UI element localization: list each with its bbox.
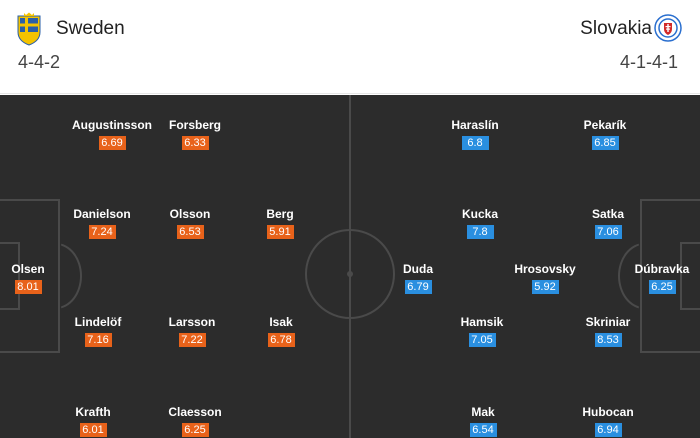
player-rating: 7.8 bbox=[466, 225, 494, 239]
away-penalty-box bbox=[640, 199, 700, 353]
player-card[interactable]: Forsberg 6.33 bbox=[155, 118, 235, 151]
home-team-name[interactable]: Sweden bbox=[56, 18, 125, 39]
player-card[interactable]: Pekarík 6.85 bbox=[565, 118, 645, 151]
center-circle bbox=[305, 229, 395, 319]
player-name: Hubocan bbox=[582, 405, 634, 419]
player-rating: 6.85 bbox=[591, 136, 619, 150]
away-team-name[interactable]: Slovakia bbox=[580, 18, 652, 39]
home-formation: 4-4-2 bbox=[18, 52, 61, 72]
player-card[interactable]: Krafth 6.01 bbox=[53, 405, 133, 438]
player-card[interactable]: Haraslín 6.8 bbox=[435, 118, 515, 151]
player-rating: 6.25 bbox=[181, 423, 209, 437]
away-goal-box bbox=[680, 242, 700, 310]
player-name: Pekarík bbox=[583, 118, 627, 132]
player-rating: 6.79 bbox=[404, 280, 432, 294]
player-card[interactable]: Duda 6.79 bbox=[378, 262, 458, 295]
player-rating: 7.06 bbox=[594, 225, 622, 239]
player-name: Larsson bbox=[168, 315, 216, 329]
player-rating: 5.91 bbox=[266, 225, 294, 239]
player-rating: 8.53 bbox=[594, 333, 622, 347]
player-card[interactable]: Augustinsson 6.69 bbox=[72, 118, 152, 151]
player-rating: 6.78 bbox=[267, 333, 295, 347]
home-penalty-box bbox=[0, 199, 60, 353]
player-card[interactable]: Mak 6.54 bbox=[443, 405, 523, 438]
player-card[interactable]: Claesson 6.25 bbox=[155, 405, 235, 438]
player-card[interactable]: Satka 7.06 bbox=[568, 207, 648, 240]
player-rating: 5.92 bbox=[531, 280, 559, 294]
player-rating: 6.69 bbox=[98, 136, 126, 150]
player-rating: 7.16 bbox=[84, 333, 112, 347]
player-card[interactable]: Olsen 8.01 bbox=[0, 262, 68, 295]
player-name: Duda bbox=[403, 262, 433, 276]
player-name: Claesson bbox=[168, 405, 222, 419]
player-name: Kucka bbox=[461, 207, 499, 221]
player-name: Danielson bbox=[73, 207, 131, 221]
player-name: Skriniar bbox=[585, 315, 631, 329]
player-name: Olsen bbox=[11, 262, 45, 276]
player-card[interactable]: Hamsik 7.05 bbox=[442, 315, 522, 348]
player-rating: 7.22 bbox=[178, 333, 206, 347]
slovakia-crest-icon bbox=[654, 14, 682, 42]
player-name: Satka bbox=[591, 207, 625, 221]
player-card[interactable]: Danielson 7.24 bbox=[62, 207, 142, 240]
player-name: Berg bbox=[266, 207, 294, 221]
player-name: Isak bbox=[269, 315, 293, 329]
player-name: Haraslín bbox=[451, 118, 499, 132]
player-rating: 6.8 bbox=[461, 136, 489, 150]
center-spot bbox=[347, 271, 353, 277]
player-rating: 6.25 bbox=[648, 280, 676, 294]
player-rating: 6.33 bbox=[181, 136, 209, 150]
player-card[interactable]: Olsson 6.53 bbox=[150, 207, 230, 240]
player-card[interactable]: Lindelöf 7.16 bbox=[58, 315, 138, 348]
player-rating: 8.01 bbox=[14, 280, 42, 294]
player-name: Dúbravka bbox=[634, 262, 690, 276]
player-name: Forsberg bbox=[168, 118, 221, 132]
home-goal-box bbox=[0, 242, 20, 310]
player-name: Olsson bbox=[169, 207, 211, 221]
player-rating: 7.24 bbox=[88, 225, 116, 239]
player-rating: 6.94 bbox=[594, 423, 622, 437]
player-card[interactable]: Berg 5.91 bbox=[240, 207, 320, 240]
player-card[interactable]: Kucka 7.8 bbox=[440, 207, 520, 240]
player-name: Krafth bbox=[75, 405, 111, 419]
pitch: Augustinsson 6.69 Forsberg 6.33 Danielso… bbox=[0, 95, 700, 438]
player-rating: 7.05 bbox=[468, 333, 496, 347]
player-rating: 6.01 bbox=[79, 423, 107, 437]
player-card[interactable]: Isak 6.78 bbox=[241, 315, 321, 348]
player-card[interactable]: Dúbravka 6.25 bbox=[622, 262, 700, 295]
player-name: Lindelöf bbox=[74, 315, 122, 329]
player-card[interactable]: Skriniar 8.53 bbox=[568, 315, 648, 348]
player-rating: 6.53 bbox=[176, 225, 204, 239]
player-card[interactable]: Hrosovsky 5.92 bbox=[505, 262, 585, 295]
player-name: Mak bbox=[471, 405, 495, 419]
player-name: Hamsik bbox=[460, 315, 504, 329]
player-card[interactable]: Larsson 7.22 bbox=[152, 315, 232, 348]
match-header: Sweden 4-4-2 Slovakia 4-1-4-1 bbox=[0, 0, 700, 94]
player-name: Augustinsson bbox=[72, 118, 152, 132]
player-card[interactable]: Hubocan 6.94 bbox=[568, 405, 648, 438]
player-name: Hrosovsky bbox=[514, 262, 576, 276]
sweden-crest-icon bbox=[17, 12, 41, 46]
away-formation: 4-1-4-1 bbox=[619, 52, 678, 72]
player-rating: 6.54 bbox=[469, 423, 497, 437]
